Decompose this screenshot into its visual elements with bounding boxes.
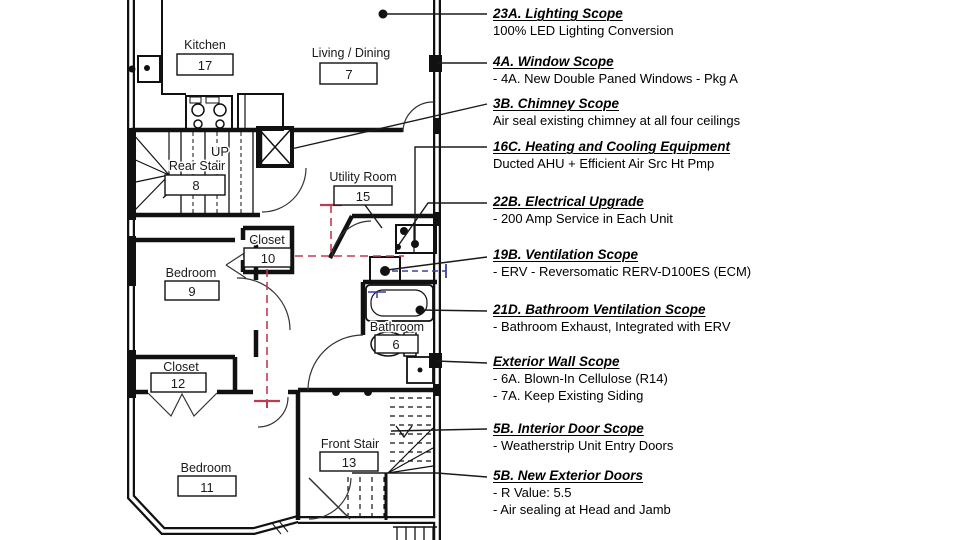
room-label-living-dining: Living / Dining 7 xyxy=(310,45,392,85)
callout-heading: 22B. Electrical Upgrade xyxy=(493,194,644,209)
callout-chimney-scope: 3B. Chimney Scope Air seal existing chim… xyxy=(493,95,823,129)
callout-detail: - 7A. Keep Existing Siding xyxy=(493,388,644,403)
callout-detail: - 4A. New Double Paned Windows - Pkg A xyxy=(493,71,738,86)
kitchen-partition xyxy=(161,0,186,95)
room-label-utility: Utility Room 15 xyxy=(328,169,398,206)
callout-interior-door-scope: 5B. Interior Door Scope - Weatherstrip U… xyxy=(493,420,823,454)
sink-symbol xyxy=(406,356,434,384)
front-stair xyxy=(271,397,437,540)
svg-text:Kitchen: Kitchen xyxy=(184,38,226,52)
callout-heading: 5B. Interior Door Scope xyxy=(493,421,644,436)
callout-detail: - Weatherstrip Unit Entry Doors xyxy=(493,438,674,453)
svg-text:17: 17 xyxy=(198,58,212,73)
stove-symbol xyxy=(185,95,233,131)
callout-exterior-wall-scope: Exterior Wall Scope - 6A. Blown-In Cellu… xyxy=(493,353,823,404)
exterior-walls xyxy=(127,0,441,540)
svg-text:11: 11 xyxy=(200,480,214,495)
callout-bathroom-ventilation: 21D. Bathroom Ventilation Scope - Bathro… xyxy=(493,301,823,335)
bathtub-symbol xyxy=(365,284,434,322)
callout-electrical-upgrade: 22B. Electrical Upgrade - 200 Amp Servic… xyxy=(493,193,823,227)
chimney-symbol xyxy=(256,126,294,168)
callout-new-exterior-doors: 5B. New Exterior Doors - R Value: 5.5 - … xyxy=(493,467,823,518)
counter-appliance-symbol xyxy=(237,93,284,131)
leader-lines xyxy=(290,13,488,478)
erv-unit-symbol xyxy=(369,256,401,284)
room-label-front-stair: Front Stair 13 xyxy=(319,436,381,472)
callout-heating-cooling: 16C. Heating and Cooling Equipment Ducte… xyxy=(493,138,823,172)
door-swings xyxy=(147,101,434,520)
callout-heading: 19B. Ventilation Scope xyxy=(493,247,639,262)
wall-fixture-symbol xyxy=(128,55,161,83)
ahu-unit-symbol xyxy=(395,224,437,254)
callout-heading: 16C. Heating and Cooling Equipment xyxy=(493,139,731,154)
callout-detail: Ducted AHU + Efficient Air Src Ht Pmp xyxy=(493,156,715,171)
callout-anchors xyxy=(332,9,442,396)
room-label-bedroom-11: Bedroom 11 xyxy=(177,460,237,497)
callout-heading: Exterior Wall Scope xyxy=(493,354,620,369)
callout-detail: - 200 Amp Service in Each Unit xyxy=(493,211,673,226)
callout-heading: 23A. Lighting Scope xyxy=(493,6,623,21)
callout-detail: Air seal existing chimney at all four ce… xyxy=(493,113,741,128)
svg-text:UP: UP xyxy=(211,144,229,159)
svg-text:15: 15 xyxy=(356,189,370,204)
svg-text:9: 9 xyxy=(188,284,195,299)
callout-detail: - 6A. Blown-In Cellulose (R14) xyxy=(493,371,668,386)
room-label-bedroom-9: Bedroom 9 xyxy=(164,265,220,301)
svg-text:8: 8 xyxy=(192,178,199,193)
duct-route-blue xyxy=(368,264,447,298)
room-label-bathroom: Bathroom 6 xyxy=(368,319,426,354)
room-label-rear-stair: UP Rear Stair 8 xyxy=(164,143,231,196)
callout-heading: 4A. Window Scope xyxy=(493,54,614,69)
callout-detail: 100% LED Lighting Conversion xyxy=(493,23,674,38)
svg-text:10: 10 xyxy=(261,251,275,266)
callout-heading: 21D. Bathroom Ventilation Scope xyxy=(493,302,706,317)
svg-text:13: 13 xyxy=(342,455,356,470)
callout-ventilation-scope: 19B. Ventilation Scope - ERV - Reversoma… xyxy=(493,246,823,280)
callout-window-scope: 4A. Window Scope - 4A. New Double Paned … xyxy=(493,53,823,87)
svg-text:12: 12 xyxy=(171,376,185,391)
svg-text:Bedroom: Bedroom xyxy=(181,461,232,475)
callout-detail: - ERV - Reversomatic RERV-D100ES (ECM) xyxy=(493,264,752,279)
svg-text:Bathroom: Bathroom xyxy=(370,320,424,334)
svg-text:Bedroom: Bedroom xyxy=(166,266,217,280)
svg-text:Living / Dining: Living / Dining xyxy=(312,46,391,60)
callout-lighting-scope: 23A. Lighting Scope 100% LED Lighting Co… xyxy=(493,5,823,39)
svg-text:7: 7 xyxy=(345,67,352,82)
svg-text:Front Stair: Front Stair xyxy=(321,437,379,451)
callout-detail: - R Value: 5.5 xyxy=(493,485,572,500)
svg-text:Closet: Closet xyxy=(163,360,199,374)
svg-text:6: 6 xyxy=(392,337,399,352)
room-label-closet-10: Closet 10 xyxy=(243,232,292,268)
callout-detail: - Air sealing at Head and Jamb xyxy=(493,502,671,517)
svg-text:Utility Room: Utility Room xyxy=(329,170,396,184)
svg-text:Rear Stair: Rear Stair xyxy=(169,159,225,173)
room-label-closet-12: Closet 12 xyxy=(150,359,207,393)
svg-text:Closet: Closet xyxy=(249,233,285,247)
callout-heading: 3B. Chimney Scope xyxy=(493,96,620,111)
room-label-kitchen: Kitchen 17 xyxy=(176,37,234,76)
callout-detail: - Bathroom Exhaust, Integrated with ERV xyxy=(493,319,731,334)
callout-heading: 5B. New Exterior Doors xyxy=(493,468,644,483)
